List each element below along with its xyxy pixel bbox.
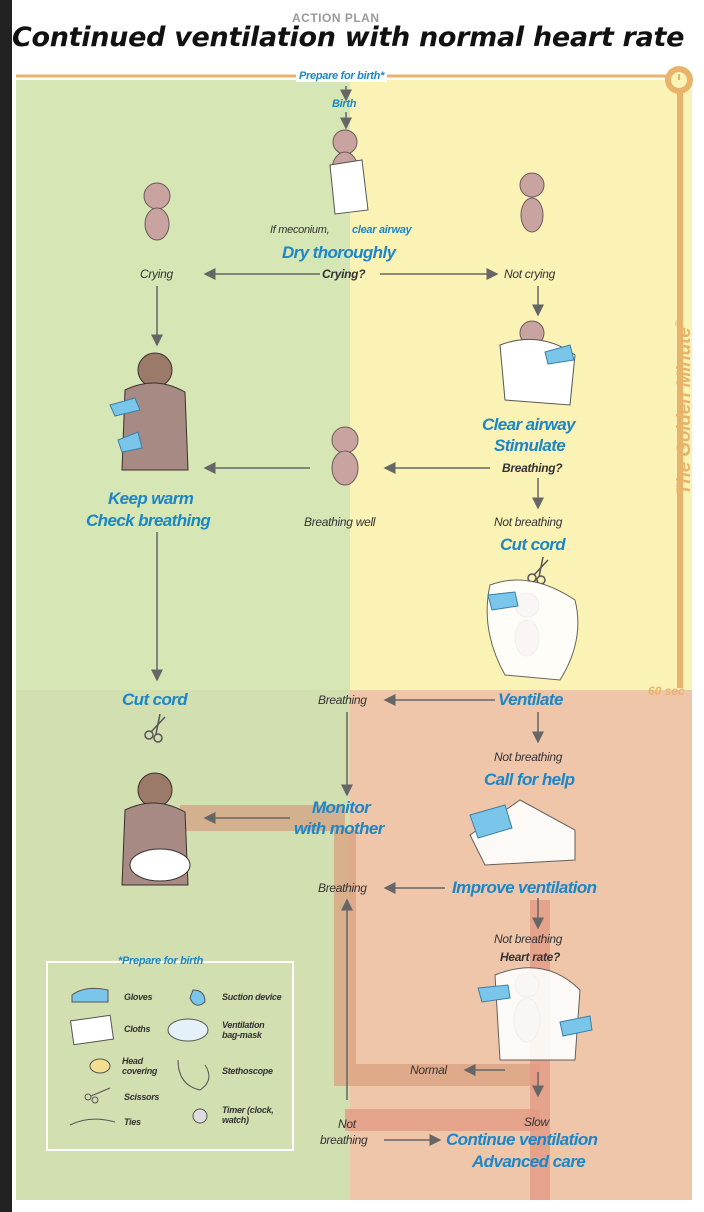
dry-thoroughly-step: Dry thoroughly [282,243,396,262]
ties-icon [69,1118,116,1126]
legend-timer: Timer (clock, watch) [222,1105,274,1125]
normal-label: Normal [410,1063,447,1077]
breathing-label-1: Breathing [318,693,367,707]
not-breathing-label-1: Not breathing [494,515,563,529]
monitor-step: Monitor [312,798,371,817]
legend-ties: Ties [124,1117,141,1127]
gloves-icon [71,987,109,1003]
meconium-action: clear airway [352,224,412,236]
breathing-question: Breathing? [502,461,563,475]
meconium-prefix: If meconium, [270,224,330,236]
legend-title: *Prepare for birth [118,955,204,967]
breathing-well-label: Breathing well [304,515,376,529]
cut-cord-right-step: Cut cord [500,535,566,554]
sixty-seconds-label: 60 sec [648,684,685,698]
golden-minute-text: The Golden Minute [674,327,695,495]
crying-question: Crying? [322,267,366,281]
legend-gloves: Gloves [124,992,153,1002]
continue-ventilation-step: Continue ventilation [446,1130,598,1149]
advanced-care-step: Advanced care [472,1152,586,1171]
timer-icon [192,1108,208,1124]
breathing-label-2: Breathing [318,881,367,895]
crying-label: Crying [140,267,173,281]
bag-mask-icon [167,1018,209,1042]
stethoscope-icon [177,1059,210,1091]
legend-suction: Suction device [222,992,282,1002]
suction-device-icon [189,989,206,1006]
head-covering-icon [89,1058,111,1074]
with-mother-step: with mother [294,819,384,838]
prepare-for-birth-label: Prepare for birth* [296,70,388,82]
legend-head-covering: Head covering [122,1056,158,1076]
golden-minute-label: The Golden Minute® [674,320,696,495]
ui-scissors-icon [84,1087,111,1104]
header-kicker: ACTION PLAN [292,11,380,25]
legend-scissors: Scissors [124,1092,160,1102]
page-title: Continued ventilation with normal heart … [12,22,685,53]
birth-label: Birth [332,98,357,110]
slow-label: Slow [524,1115,549,1129]
not-breathing-label-3: Not breathing [494,932,563,946]
improve-ventilation-step: Improve ventilation [452,878,597,897]
heart-rate-question: Heart rate? [500,950,561,964]
legend-bag-mask: Ventilation bag-mask [222,1020,265,1040]
cloths-icon [69,1014,115,1046]
clear-airway-step: Clear airway [482,415,576,434]
trademark-mark: ® [674,320,685,328]
check-breathing-step: Check breathing [86,511,211,530]
keep-warm-step: Keep warm [108,489,194,508]
not-crying-label: Not crying [504,267,556,281]
legend-box [46,961,294,1151]
scissors-icon [144,556,549,743]
stimulate-step: Stimulate [494,436,566,455]
legend-cloths: Cloths [124,1024,151,1034]
ventilate-step: Ventilate [498,690,563,709]
breathing-label-3: breathing [320,1133,368,1147]
call-for-help-step: Call for help [484,770,575,789]
legend-stethoscope: Stethoscope [222,1066,273,1076]
not-label: Not [338,1117,356,1131]
not-breathing-label-2: Not breathing [494,750,563,764]
cut-cord-left-step: Cut cord [122,690,188,709]
